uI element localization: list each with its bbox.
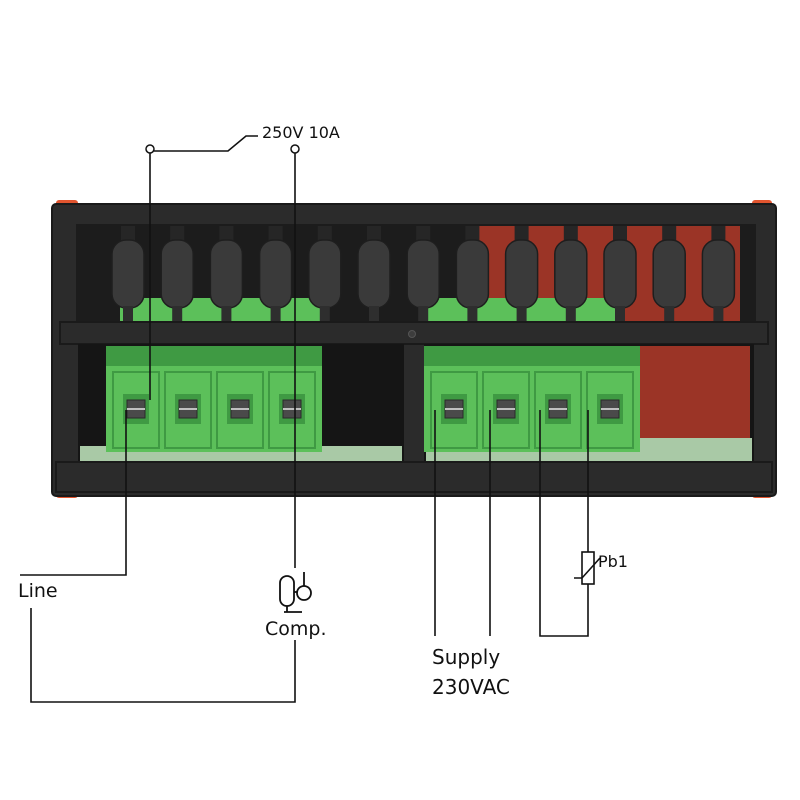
latch: [160, 226, 194, 322]
latch: [406, 226, 440, 322]
relay-switch-arm: [154, 135, 258, 152]
housing-bottom-rim: [55, 461, 773, 493]
latch: [258, 226, 293, 322]
thermistor-probe-icon: [574, 551, 601, 585]
screw-terminal: [534, 371, 582, 449]
latch: [308, 226, 342, 322]
terminal-block-right: [424, 346, 640, 452]
screw-terminal: [112, 371, 160, 449]
latch: [652, 226, 686, 322]
relay-body-lower: [624, 346, 750, 442]
latch: [357, 226, 391, 322]
latch: [209, 226, 244, 322]
screw-terminal: [430, 371, 478, 449]
screw-terminal: [268, 371, 316, 449]
latch: [455, 226, 490, 322]
compressor-label: Comp.: [265, 618, 327, 640]
terminal-block-left: [106, 346, 322, 452]
line-wire: [20, 410, 127, 576]
relay-contact-icon: [290, 144, 300, 154]
latch: [701, 226, 736, 322]
probe-label: Pb1: [598, 552, 628, 571]
screw-terminal: [164, 371, 212, 449]
supply-label: Supply: [432, 645, 500, 669]
supply-voltage-label: 230VAC: [432, 675, 510, 699]
compressor-icon: [279, 572, 312, 613]
line-label: Line: [18, 580, 58, 602]
neutral-return-wire: [30, 608, 296, 703]
relay-rating-label: 250V 10A: [262, 123, 340, 142]
latch: [111, 226, 145, 322]
divider-screw: [408, 330, 416, 338]
latch-row: [111, 226, 736, 322]
probe-wire-loop: [539, 410, 589, 637]
screw-terminal: [216, 371, 264, 449]
controller-rear-view: [51, 200, 777, 498]
screw-terminal: [586, 371, 634, 449]
relay-contact-icon: [145, 144, 155, 154]
latch: [603, 226, 637, 322]
labels: 250V 10A Line Comp. Supply 230VAC Pb1: [18, 123, 628, 699]
latch: [504, 226, 539, 322]
wiring: [20, 135, 601, 703]
latch: [554, 226, 588, 322]
